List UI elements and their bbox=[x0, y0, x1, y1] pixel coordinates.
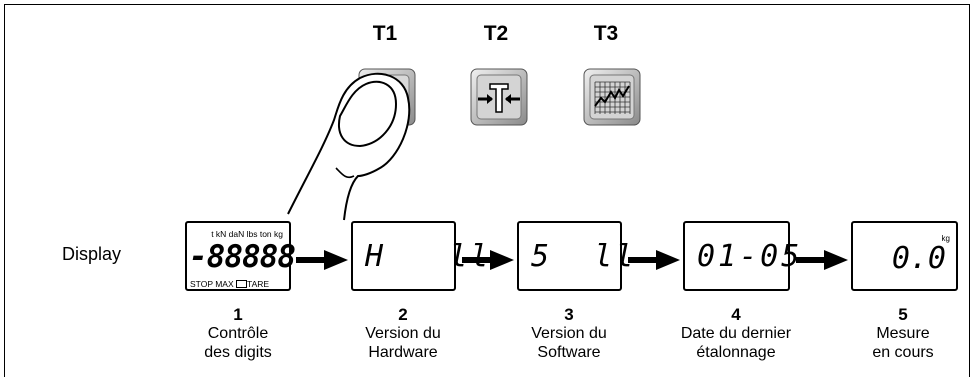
display-1: t kN daN lbs ton kg -88888 STOP MAX TARE bbox=[185, 221, 296, 291]
display-label: Display bbox=[62, 244, 122, 264]
status-stop: STOP bbox=[190, 279, 213, 289]
step-number: 2 bbox=[398, 305, 408, 324]
battery-icon bbox=[236, 280, 248, 288]
tare-icon[interactable] bbox=[470, 68, 528, 126]
step-number: 3 bbox=[564, 305, 574, 324]
step-4: 4 Date du dernier étalonnage bbox=[656, 305, 816, 362]
key-label-t2: T2 bbox=[483, 22, 509, 45]
step-1: 1 Contrôle des digits bbox=[158, 305, 318, 362]
arrow-right-icon bbox=[296, 250, 348, 270]
display-2: H ll bbox=[351, 221, 488, 291]
display-4: 01-05 bbox=[683, 221, 799, 291]
arrow-right-icon bbox=[628, 250, 680, 270]
display-digits: -88888 bbox=[189, 239, 296, 275]
step-5: 5 Mesure en cours bbox=[823, 305, 974, 362]
step-caption-line2: Software bbox=[537, 344, 601, 361]
step-caption-line1: Mesure bbox=[876, 325, 930, 342]
finger-illustration bbox=[287, 72, 411, 221]
display-4-text: 01-05 bbox=[697, 239, 803, 274]
arrow-right-icon bbox=[796, 250, 848, 270]
display-3: 5 ll bbox=[517, 221, 633, 291]
step-caption-line2: des digits bbox=[204, 344, 272, 361]
status-max: MAX bbox=[215, 279, 234, 289]
step-2: 2 Version du Hardware bbox=[323, 305, 483, 362]
step-caption-line2: Hardware bbox=[368, 344, 438, 361]
step-3: 3 Version du Software bbox=[489, 305, 649, 362]
key-label-t3: T3 bbox=[593, 22, 619, 45]
step-number: 1 bbox=[233, 305, 243, 324]
arrow-right-icon bbox=[462, 250, 514, 270]
display-2-text: H ll bbox=[365, 239, 492, 274]
display-status: STOP MAX TARE bbox=[190, 279, 269, 289]
status-tare: TARE bbox=[247, 279, 270, 289]
step-caption-line2: étalonnage bbox=[696, 344, 776, 361]
step-caption-line2: en cours bbox=[872, 344, 934, 361]
diagram-frame bbox=[4, 4, 970, 377]
display-units: t kN daN lbs ton kg bbox=[211, 229, 283, 239]
display-5-text: 0.0 bbox=[891, 241, 946, 276]
display-5-unit: kg bbox=[941, 234, 950, 243]
key-label-t1: T1 bbox=[372, 22, 398, 45]
step-caption-line1: Contrôle bbox=[207, 325, 269, 342]
step-caption-line1: Version du bbox=[531, 325, 607, 342]
display-3-text: 5 ll bbox=[531, 239, 637, 274]
step-caption-line1: Version du bbox=[365, 325, 441, 342]
display-5: kg 0.0 bbox=[851, 221, 958, 291]
graph-icon[interactable] bbox=[583, 68, 641, 126]
step-number: 5 bbox=[898, 305, 908, 324]
step-number: 4 bbox=[731, 305, 741, 324]
step-caption-line1: Date du dernier bbox=[680, 325, 792, 342]
